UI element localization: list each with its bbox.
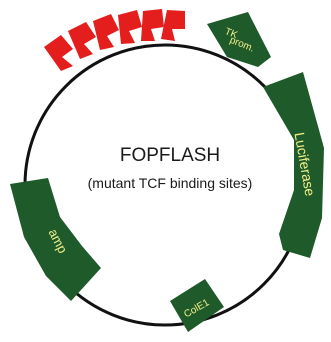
amp-gene (10, 178, 101, 301)
binding-site-2 (68, 22, 96, 59)
plasmid-subtitle: (mutant TCF binding sites) (88, 175, 253, 191)
binding-site-5 (141, 9, 164, 41)
luciferase-gene (263, 72, 324, 258)
tcf-binding-sites (44, 9, 185, 71)
binding-site-3 (93, 14, 119, 50)
cole1-origin (170, 279, 224, 332)
tk-label-line1: TK (223, 26, 239, 41)
binding-site-1 (44, 35, 73, 71)
binding-site-4 (118, 10, 142, 44)
plasmid-title: FOPFLASH (120, 145, 220, 166)
binding-site-6 (161, 10, 185, 41)
tk-promoter (207, 12, 271, 67)
